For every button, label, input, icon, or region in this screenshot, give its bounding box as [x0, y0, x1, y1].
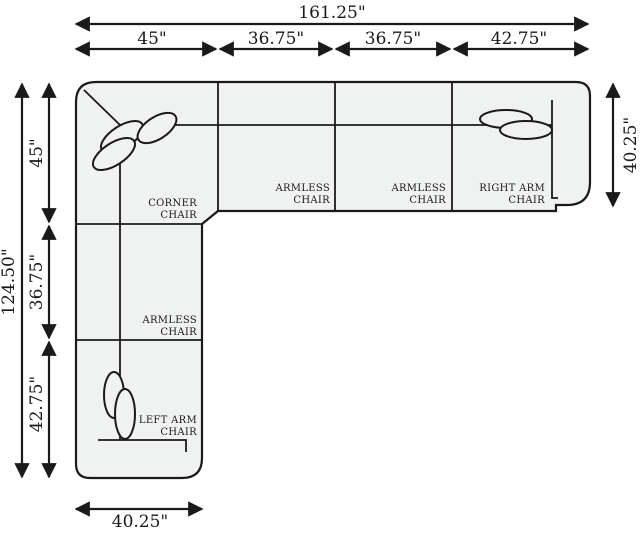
armless-chair-1-label-2: CHAIR — [293, 195, 330, 206]
corner-diagonal — [83, 89, 121, 126]
total-width-label: 161.25" — [298, 3, 365, 23]
corner-pillow-3 — [91, 137, 137, 171]
armless-chair-2-label-2: CHAIR — [409, 195, 446, 206]
segment-4-label: 42.75" — [491, 29, 548, 49]
pillows — [91, 109, 553, 440]
sectional-outline — [74, 80, 592, 480]
right-arm-pillow-2 — [499, 120, 553, 140]
right-depth-label: 40.25" — [621, 117, 640, 174]
left-arm-pillow-2 — [114, 388, 136, 440]
armless-chair-2-label-1: ARMLESS — [390, 183, 446, 194]
left-arm-chair-label-1: LEFT ARM — [139, 415, 197, 426]
corner-chair-label-1: CORNER — [148, 198, 197, 209]
right-arm-chair-label-2: CHAIR — [508, 195, 545, 206]
left-arm-chair-label-2: CHAIR — [160, 427, 197, 438]
segment-1-label: 45" — [137, 29, 166, 49]
corner-pillow-2 — [136, 111, 178, 145]
right-arm-chair-label-1: RIGHT ARM — [479, 183, 545, 194]
piece-labels: CORNER CHAIR ARMLESS CHAIR ARMLESS CHAIR… — [139, 183, 545, 438]
dimension-lines — [14, 16, 621, 517]
bottom-depth-label: 40.25" — [112, 512, 169, 532]
left-arm-line — [98, 439, 187, 452]
dimension-labels: 161.25" 45" 36.75" 36.75" 42.75" 40.25" … — [0, 3, 640, 532]
armless-chair-1-label-1: ARMLESS — [274, 183, 330, 194]
left-segment-1-label: 45" — [27, 138, 47, 167]
left-segment-2-label: 36.75" — [27, 254, 47, 311]
corner-chair-label-2: CHAIR — [160, 210, 197, 221]
segment-3-label: 36.75" — [365, 29, 422, 49]
armless-chair-left-label-2: CHAIR — [160, 327, 197, 338]
armless-chair-left-label-1: ARMLESS — [141, 315, 197, 326]
left-segment-3-label: 42.75" — [27, 376, 47, 433]
segment-2-label: 36.75" — [248, 29, 305, 49]
total-height-label: 124.50" — [0, 248, 19, 315]
